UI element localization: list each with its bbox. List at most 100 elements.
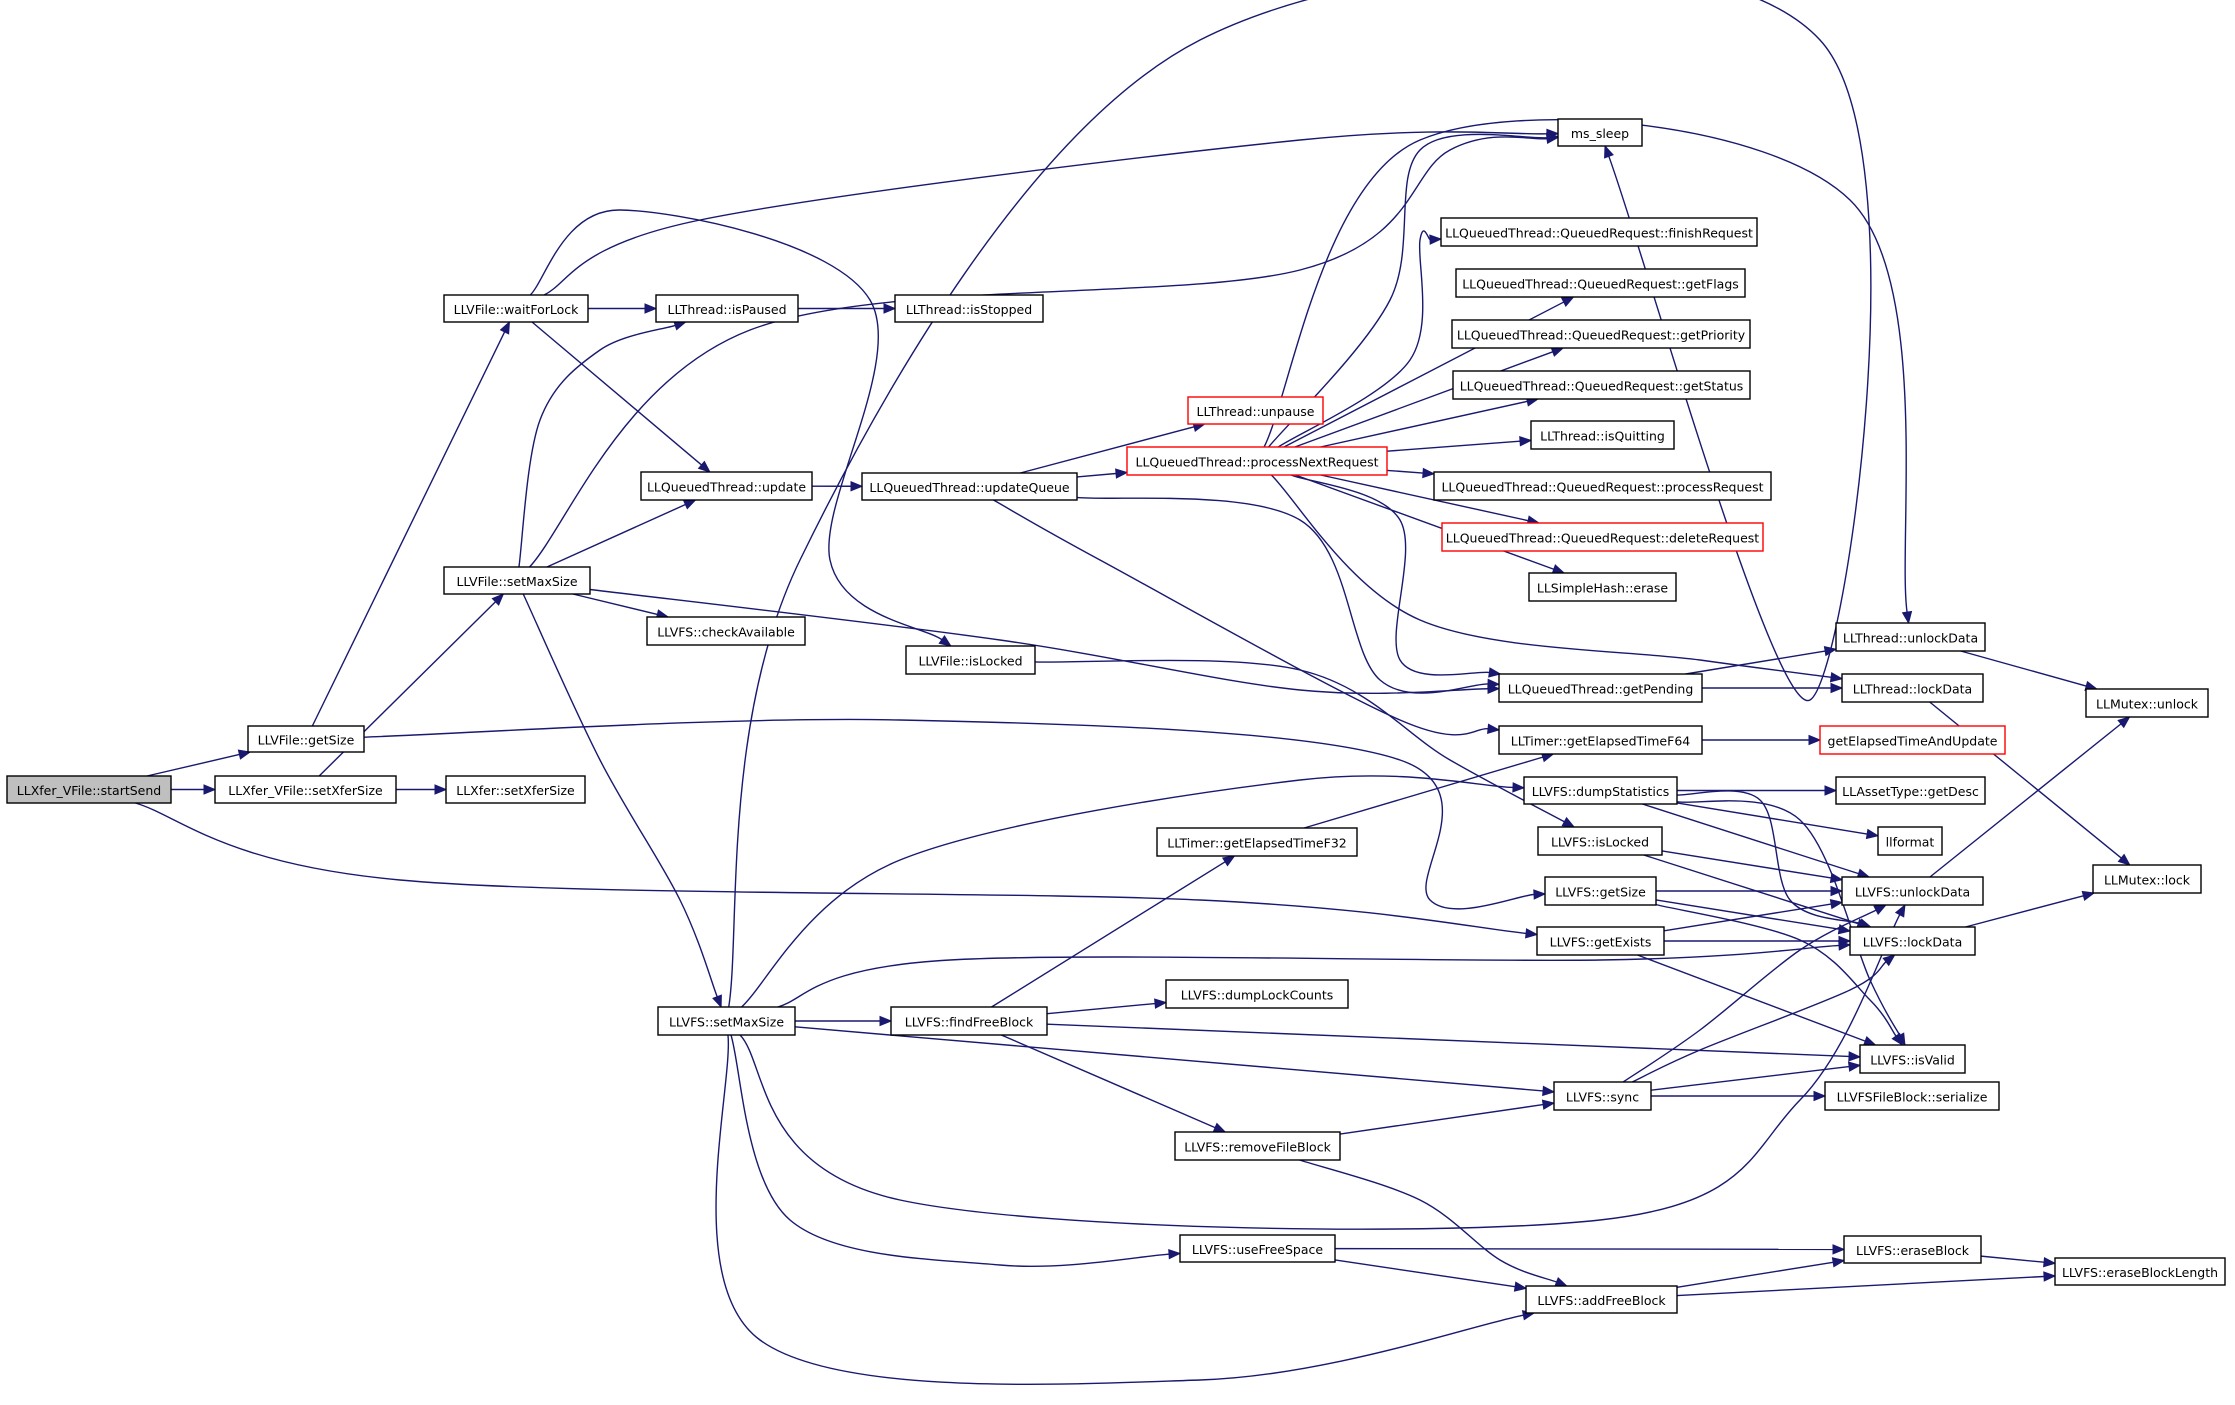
call-edge-vfsGetExists-to-isValid: [1637, 954, 1877, 1046]
call-edge-findFreeBlock-to-getElapsedF32: [991, 855, 1236, 1008]
node-getElapsedF32[interactable]: LLTimer::getElapsedTimeF32: [1156, 827, 1358, 857]
node-thLockData[interactable]: LLThread::lockData: [1841, 673, 1984, 703]
node-finishRequest[interactable]: LLQueuedThread::QueuedRequest::finishReq…: [1440, 217, 1758, 247]
edge-arrowhead: [1487, 723, 1501, 734]
edge-line: [1661, 850, 1832, 879]
node-label: LLQueuedThread::QueuedRequest::finishReq…: [1445, 226, 1753, 241]
node-removeFileBlock[interactable]: LLVFS::removeFileBlock: [1174, 1131, 1341, 1161]
edge-arrowhead: [1882, 954, 1896, 967]
node-eraseBlock[interactable]: LLVFS::eraseBlock: [1843, 1235, 1982, 1264]
edge-line: [1685, 650, 1826, 675]
edge-line: [1929, 723, 2122, 878]
edge-arrowhead: [938, 635, 952, 647]
edge-arrowhead: [237, 749, 252, 760]
node-addFreeBlock[interactable]: LLVFS::addFreeBlock: [1525, 1285, 1678, 1314]
node-checkAvailable[interactable]: LLVFS::checkAvailable: [646, 616, 806, 646]
node-label: LLVFS::dumpStatistics: [1532, 784, 1670, 799]
node-box: [1835, 776, 1986, 805]
node-getPriority[interactable]: LLQueuedThread::QueuedRequest::getPriori…: [1451, 319, 1751, 349]
edge-line: [518, 324, 676, 568]
node-getElapsedF64[interactable]: LLTimer::getElapsedTimeF64: [1498, 725, 1703, 755]
edge-arrowhead: [1901, 610, 1913, 625]
node-useFreeSpace[interactable]: LLVFS::useFreeSpace: [1179, 1234, 1336, 1263]
edge-arrowhead: [1561, 816, 1576, 828]
node-setXferSizeVF[interactable]: LLXfer_VFile::setXferSize: [214, 775, 397, 804]
node-updateQueue[interactable]: LLQueuedThread::updateQueue: [861, 472, 1078, 501]
call-edge-processNextRequest-to-processRequest: [1386, 467, 1436, 479]
node-xferSetXferSize[interactable]: LLXfer::setXferSize: [445, 775, 586, 804]
edge-line: [363, 718, 1535, 910]
node-isQuitting[interactable]: LLThread::isQuitting: [1530, 420, 1675, 450]
node-isPaused[interactable]: LLThread::isPaused: [655, 294, 799, 323]
node-vfsGetSize[interactable]: LLVFS::getSize: [1544, 876, 1657, 906]
call-edge-waitForLock-to-msSleep: [543, 128, 1560, 296]
node-eraseBlockLength[interactable]: LLVFS::eraseBlockLength: [2054, 1257, 2226, 1286]
call-edge-removeFileBlock-to-addFreeBlock: [1299, 1159, 1569, 1287]
node-vfsIsLocked[interactable]: LLVFS::isLocked: [1537, 826, 1663, 856]
node-qtUpdate[interactable]: LLQueuedThread::update: [640, 471, 813, 501]
call-edge-vfsSetMaxSize-to-msSleep: [728, 0, 1872, 1008]
node-vfsGetExists[interactable]: LLVFS::getExists: [1536, 926, 1665, 956]
node-label: LLVFile::waitForLock: [454, 302, 579, 317]
edge-line: [794, 1026, 1544, 1092]
node-waitForLock[interactable]: LLVFile::waitForLock: [443, 294, 589, 323]
edge-line: [589, 588, 1489, 695]
node-msSleep[interactable]: ms_sleep: [1557, 118, 1643, 147]
node-label: LLVFile::isLocked: [918, 654, 1022, 669]
edge-line: [1263, 119, 1908, 613]
edge-line: [1277, 230, 1431, 448]
node-isStopped[interactable]: LLThread::isStopped: [894, 294, 1044, 323]
call-edge-vfsLockData-to-muLock: [1965, 890, 2096, 928]
node-label: LLQueuedThread::QueuedRequest::processRe…: [1441, 480, 1763, 495]
node-findFreeBlock[interactable]: LLVFS::findFreeBlock: [890, 1006, 1048, 1036]
node-unpause[interactable]: LLThread::unpause: [1187, 396, 1324, 425]
node-startSend: LLXfer_VFile::startSend: [6, 775, 172, 804]
edge-arrowhead: [1154, 998, 1168, 1009]
node-muUnlock[interactable]: LLMutex::unlock: [2085, 688, 2209, 718]
node-getElapsedAndUpdate[interactable]: getElapsedTimeAndUpdate: [1819, 725, 2006, 755]
node-thUnlockData[interactable]: LLThread::unlockData: [1835, 622, 1986, 652]
node-muLock[interactable]: LLMutex::lock: [2092, 864, 2202, 894]
call-edge-vfsGetSize-to-vfsUnlockData: [1656, 885, 1844, 897]
call-edge-addFreeBlock-to-eraseBlock: [1676, 1257, 1846, 1289]
edge-arrowhead: [1838, 940, 1852, 951]
node-label: LLVFSFileBlock::serialize: [1837, 1090, 1988, 1105]
edge-arrowhead: [1212, 1122, 1227, 1133]
node-llformat[interactable]: llformat: [1877, 826, 1943, 856]
node-vfileSetMaxSize[interactable]: LLVFile::setMaxSize: [443, 566, 591, 595]
edge-line: [1294, 351, 1554, 448]
call-edge-isPaused-to-isStopped: [798, 303, 897, 314]
edge-line: [1676, 790, 1861, 925]
node-vfileIsLocked[interactable]: LLVFile::isLocked: [905, 645, 1036, 675]
node-box: [640, 471, 813, 501]
edge-line: [1386, 469, 1424, 474]
edge-line: [1320, 400, 1528, 448]
node-serialize[interactable]: LLVFSFileBlock::serialize: [1824, 1081, 2000, 1111]
node-processRequest[interactable]: LLQueuedThread::QueuedRequest::processRe…: [1433, 471, 1772, 501]
node-isValid[interactable]: LLVFS::isValid: [1859, 1044, 1966, 1074]
node-getPending[interactable]: LLQueuedThread::getPending: [1498, 673, 1703, 703]
node-label: LLQueuedThread::processNextRequest: [1136, 455, 1379, 470]
edge-arrowhead: [1831, 1257, 1846, 1268]
node-sync[interactable]: LLVFS::sync: [1553, 1081, 1652, 1111]
edge-arrowhead: [1429, 234, 1443, 245]
node-shErase[interactable]: LLSimpleHash::erase: [1528, 572, 1677, 602]
node-vfsLockData[interactable]: LLVFS::lockData: [1849, 926, 1976, 956]
node-processNextRequest[interactable]: LLQueuedThread::processNextRequest: [1126, 446, 1388, 476]
node-dumpLockCounts[interactable]: LLVFS::dumpLockCounts: [1165, 979, 1349, 1009]
edge-arrowhead: [434, 784, 448, 795]
node-getFlags[interactable]: LLQueuedThread::QueuedRequest::getFlags: [1455, 268, 1746, 298]
node-vfsSetMaxSize[interactable]: LLVFS::setMaxSize: [657, 1006, 796, 1036]
node-getStatus[interactable]: LLQueuedThread::QueuedRequest::getStatus: [1452, 370, 1751, 400]
node-deleteRequest[interactable]: LLQueuedThread::QueuedRequest::deleteReq…: [1441, 522, 1764, 552]
edge-line: [1980, 1255, 2045, 1263]
node-assetGetDesc[interactable]: LLAssetType::getDesc: [1835, 776, 1986, 805]
node-label: LLQueuedThread::QueuedRequest::getStatus: [1460, 379, 1744, 394]
edge-arrowhead: [1829, 872, 1844, 884]
node-vfileGetSize[interactable]: LLVFile::getSize: [247, 725, 365, 753]
call-edge-useFreeSpace-to-addFreeBlock: [1334, 1259, 1528, 1292]
node-label: LLQueuedThread::update: [647, 480, 806, 495]
node-vfsUnlockData[interactable]: LLVFS::unlockData: [1841, 876, 1984, 906]
node-label: LLVFS::removeFileBlock: [1184, 1140, 1331, 1155]
node-dumpStatistics[interactable]: LLVFS::dumpStatistics: [1523, 776, 1678, 805]
